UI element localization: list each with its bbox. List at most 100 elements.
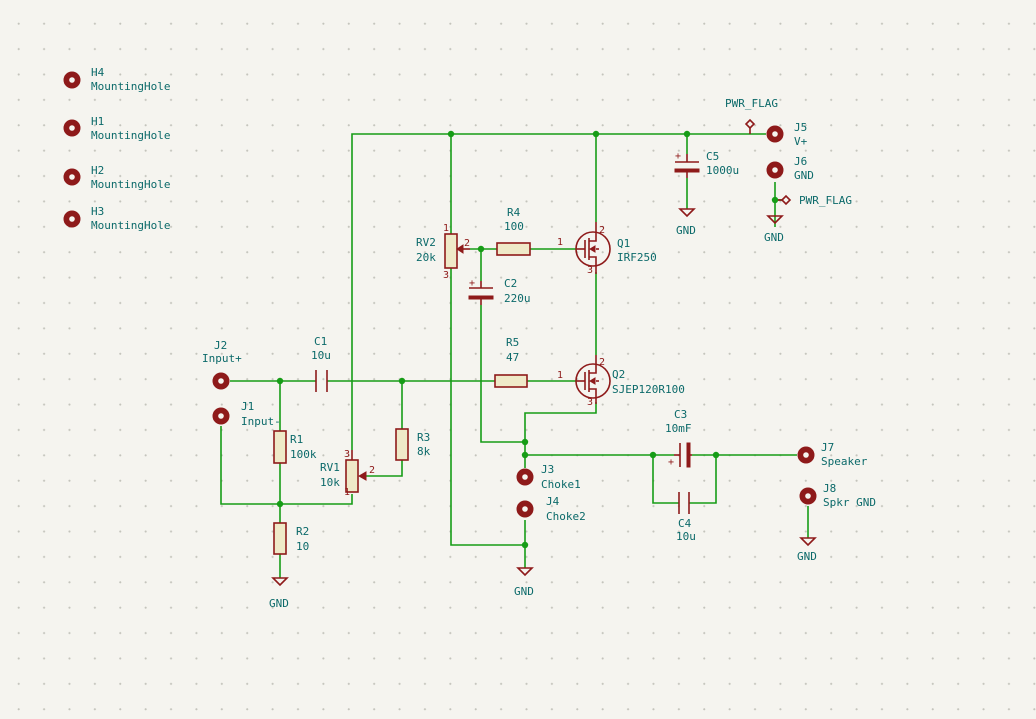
ref-label: J1 [241, 400, 254, 413]
ref-label: C2 [504, 277, 517, 290]
connector-j4[interactable]: J4 Choke2 [516, 495, 586, 523]
resistor-r1[interactable]: R1 100k [273, 430, 317, 464]
resistor-r3[interactable]: R3 8k [395, 428, 431, 461]
ground-icon [516, 567, 534, 577]
wire-r3-bottom[interactable] [365, 460, 403, 477]
connector-j5[interactable]: J5 V+ [766, 121, 808, 148]
body-arrow-icon [589, 245, 596, 253]
cap-plate-neg-icon [674, 168, 700, 173]
plus-mark: + [675, 151, 681, 162]
potentiometer-rv1[interactable]: 3 2 1 RV1 10k [320, 449, 375, 498]
pin-number: 2 [599, 225, 605, 236]
connector-j2[interactable]: J2 Input+ [202, 339, 242, 390]
wire-c4-right[interactable] [689, 455, 717, 504]
value-label: IRF250 [617, 251, 657, 264]
junction [649, 451, 657, 459]
potentiometer-rv2[interactable]: 1 2 3 RV2 20k [416, 223, 470, 281]
connector-j7[interactable]: J7 Speaker [797, 441, 868, 468]
ref-label: H3 [91, 205, 104, 218]
capacitor-c1[interactable]: C1 10u [311, 335, 331, 392]
pin-number: 1 [557, 237, 563, 248]
value-label: 47 [506, 351, 519, 364]
junctions [276, 130, 779, 549]
ref-label: R5 [506, 336, 519, 349]
pin-number: 1 [557, 370, 563, 381]
resistor-r5[interactable]: R5 47 [494, 336, 528, 388]
gnd-symbol-j8[interactable]: GND [797, 537, 817, 563]
connector-hole-icon [772, 167, 778, 173]
pwr-flag-vplus[interactable]: PWR_FLAG [725, 97, 778, 134]
wire-vplus-rail[interactable] [351, 133, 766, 450]
gnd-label: GND [269, 597, 289, 610]
ref-label: J7 [821, 441, 834, 454]
value-label: 10k [320, 476, 340, 489]
wire-q2-source[interactable] [524, 402, 597, 455]
pin-number: 2 [464, 238, 470, 249]
mounting-hole-h2[interactable]: H2 MountingHole [63, 164, 170, 191]
plus-mark: + [668, 457, 674, 468]
hole-drill-icon [69, 216, 75, 222]
ground-icon [678, 208, 696, 218]
pwr-flag-gnd[interactable]: PWR_FLAG [778, 194, 852, 207]
junction [521, 451, 529, 459]
junction [771, 196, 779, 204]
ref-label: H1 [91, 115, 104, 128]
mounting-hole-h1[interactable]: H1 MountingHole [63, 115, 170, 142]
gnd-symbol-r2[interactable]: GND [269, 577, 289, 610]
resistor-r4[interactable]: R4 100 [496, 206, 531, 256]
ref-label: C1 [314, 335, 327, 348]
value-label: 100 [504, 220, 524, 233]
ref-label: R3 [417, 431, 430, 444]
pin-number: 3 [587, 397, 593, 408]
connector-j8[interactable]: J8 Spkr GND [799, 482, 876, 509]
drain-icon [589, 232, 597, 242]
value-label: SJEP120R100 [612, 383, 685, 396]
wire-c4-left[interactable] [652, 455, 679, 504]
connector-hole-icon [522, 506, 528, 512]
connector-j6[interactable]: J6 GND [766, 155, 814, 182]
source-icon [589, 256, 597, 266]
pot-wiper-arrow-icon [357, 471, 367, 481]
connector-hole-icon [803, 452, 809, 458]
mounting-hole-h4[interactable]: H4 MountingHole [63, 66, 170, 93]
wire-j1[interactable] [220, 426, 353, 505]
gnd-symbol-j6[interactable]: GND [764, 215, 784, 244]
junction [447, 130, 455, 138]
resistor-r2[interactable]: R2 10 [273, 522, 309, 555]
mosfet-q2[interactable]: 1 2 3 Q2 SJEP120R100 [557, 355, 685, 408]
value-label: Input+ [202, 352, 242, 365]
capacitor-c3[interactable]: + C3 10mF [665, 408, 692, 468]
connector-j1[interactable]: J1 Input- [212, 400, 281, 428]
capacitor-c5[interactable]: + C5 1000u [674, 150, 739, 178]
gnd-symbol-j4[interactable]: GND [514, 567, 534, 598]
value-label: Spkr GND [823, 496, 876, 509]
gnd-symbol-c5[interactable]: GND [676, 208, 696, 237]
wires [220, 133, 809, 578]
mosfet-q1[interactable]: 1 2 3 Q1 IRF250 [557, 222, 657, 276]
connector-j3[interactable]: J3 Choke1 [516, 463, 581, 491]
gnd-label: GND [676, 224, 696, 237]
wire-c2-bottom[interactable] [480, 305, 525, 443]
mosfet-body-icon [575, 363, 611, 399]
value-label: Input- [241, 415, 281, 428]
connector-hole-icon [218, 378, 224, 384]
value-label: GND [794, 169, 814, 182]
ref-label: R2 [296, 525, 309, 538]
value-label: MountingHole [91, 178, 170, 191]
value-label: 100k [290, 448, 317, 461]
wire-rv2-bottom[interactable] [450, 268, 525, 546]
pwr-flag-icon [780, 194, 792, 206]
pwr-flag-label: PWR_FLAG [799, 194, 852, 207]
value-label: 10u [311, 349, 331, 362]
junction [477, 245, 485, 253]
ref-label: J2 [214, 339, 227, 352]
value-label: Choke2 [546, 510, 586, 523]
pwr-flag-label: PWR_FLAG [725, 97, 778, 110]
mounting-hole-h3[interactable]: H3 MountingHole [63, 205, 170, 232]
value-label: MountingHole [91, 80, 170, 93]
pot-body-icon [444, 233, 458, 269]
capacitor-c4[interactable]: C4 10u [676, 492, 696, 543]
capacitor-c2[interactable]: + C2 220u [468, 277, 531, 305]
junction [521, 541, 529, 549]
pwr-flag-icon [744, 118, 756, 130]
